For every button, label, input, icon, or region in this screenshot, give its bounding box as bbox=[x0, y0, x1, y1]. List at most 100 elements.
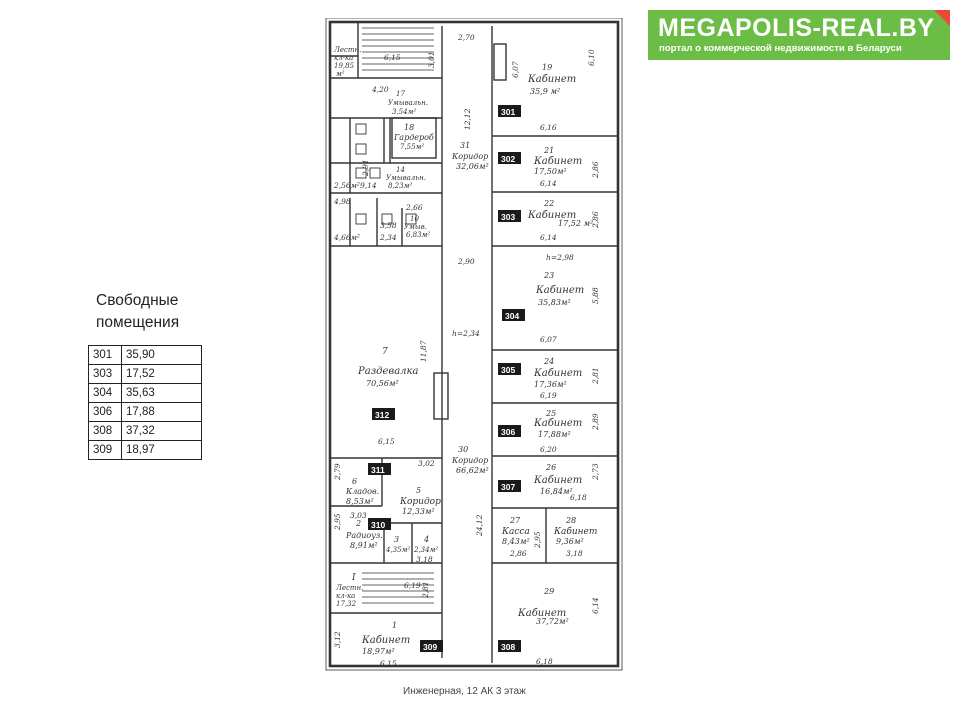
room-1-number: 1 bbox=[392, 621, 397, 630]
plan-tags: 301 302 303 304 305 306 307 308 309 310 … bbox=[368, 105, 525, 652]
stairs-bottom-line: Лестн. bbox=[335, 584, 363, 592]
room-21-area: 17,50м² bbox=[534, 167, 567, 176]
room-30-name: Коридор bbox=[451, 456, 488, 465]
stairs-top-line: Лестн. bbox=[333, 46, 361, 54]
dim-label: 6,18 bbox=[536, 657, 553, 666]
tag-310-label: 310 bbox=[371, 520, 385, 530]
dimension-labels: 2,70 6,10 6,07 6,16 12,12 6,14 2,86 2,86… bbox=[333, 33, 600, 668]
room-29-area: 37,72м² bbox=[536, 617, 569, 626]
room-14-name: Умывальн. bbox=[386, 174, 426, 182]
room-28-area: 9,36м² bbox=[556, 537, 584, 546]
tag-303-label: 303 bbox=[501, 212, 515, 222]
room-3-area: 4,35м² bbox=[385, 546, 410, 554]
dim-label: 2,86 bbox=[591, 161, 600, 179]
room-number: 308 bbox=[88, 421, 122, 441]
room-number: 301 bbox=[88, 345, 122, 365]
dim-label: 6,14 bbox=[540, 179, 557, 188]
room-25-name: Кабинет bbox=[533, 418, 582, 429]
stairs-top-line: м² bbox=[336, 70, 345, 78]
tag-309 bbox=[420, 640, 443, 652]
dim-label: 3,01 bbox=[427, 51, 436, 68]
dim-label: 6,16 bbox=[540, 123, 557, 132]
site-logo[interactable]: MEGAPOLIS-REAL.BY портал о коммерческой … bbox=[648, 10, 950, 60]
room-2-name: Радиоуз. bbox=[345, 531, 383, 540]
room-10-number: 10 bbox=[410, 215, 419, 223]
dim-label: 6,15 bbox=[384, 53, 401, 62]
room-23-name: Кабинет bbox=[535, 285, 584, 296]
dim-label: 12,12 bbox=[463, 108, 472, 130]
room-area: 17,52 bbox=[121, 364, 202, 384]
dim-label: h=2,98 bbox=[546, 253, 574, 262]
room-10-name: Умыв. bbox=[404, 223, 427, 231]
dim-label: 2,95 bbox=[533, 531, 542, 549]
dim-label: 5,88 bbox=[591, 287, 600, 304]
room-29-number: 29 bbox=[543, 587, 554, 596]
free-rooms-title-line: Свободные bbox=[96, 292, 179, 309]
room-26-name: Кабинет bbox=[533, 475, 582, 486]
dim-label: 2,79 bbox=[333, 463, 342, 481]
room-25-area: 17,88м² bbox=[538, 430, 571, 439]
tag-305 bbox=[498, 363, 521, 375]
wc-fixtures bbox=[355, 123, 417, 225]
dim-label: 2,73 bbox=[591, 463, 600, 481]
logo-tagline: портал о коммерческой недвижимости в Бел… bbox=[659, 43, 902, 54]
tag-307-label: 307 bbox=[501, 482, 515, 492]
room-number: 309 bbox=[88, 440, 122, 460]
floor-plan: 301 302 303 304 305 306 307 308 309 310 … bbox=[325, 18, 623, 671]
room-26-number: 26 bbox=[545, 463, 556, 472]
dim-label: 3,02 bbox=[418, 459, 435, 468]
tag-301 bbox=[498, 105, 521, 117]
room-7-area: 70,56м² bbox=[366, 379, 399, 388]
room-4-area: 2,34м² bbox=[413, 546, 438, 554]
stairs-bottom-line: кл-ка bbox=[336, 592, 355, 600]
room-28-number: 28 bbox=[565, 516, 576, 525]
dim-label: 3,18 bbox=[416, 555, 433, 564]
dim-label: 3,58 bbox=[380, 221, 397, 230]
dim-label: 2,70 bbox=[457, 33, 475, 42]
room-26-area: 16,84м² bbox=[540, 487, 573, 496]
room-19-area: 35,9 м² bbox=[530, 87, 560, 96]
stairs-bottom-line: 17,32 bbox=[336, 600, 357, 608]
dim-label: 3,03 bbox=[350, 511, 367, 520]
dim-label: 6,07 bbox=[511, 61, 520, 78]
tag-302 bbox=[498, 152, 521, 164]
room-4-number: 4 bbox=[423, 535, 429, 544]
dim-label: 4,66м² bbox=[333, 233, 360, 242]
dim-label: 6,14 bbox=[591, 597, 600, 614]
room-6-area: 8,53м² bbox=[346, 497, 374, 506]
room-30-area: 66,62м² bbox=[456, 466, 489, 475]
room-6-number: 6 bbox=[352, 477, 357, 486]
room-18-number: 18 bbox=[404, 123, 414, 132]
room-7-name: Раздевалка bbox=[357, 366, 419, 377]
logo-corner-mark bbox=[934, 10, 950, 26]
dim-label: 3,12 bbox=[333, 631, 342, 648]
dim-label: 9,14 bbox=[360, 181, 377, 190]
room-17-name: Умывальн. bbox=[388, 99, 428, 107]
room-24-area: 17,36м² bbox=[534, 380, 567, 389]
tag-311-label: 311 bbox=[371, 465, 385, 475]
dim-label: 3,18 bbox=[566, 549, 583, 558]
room-6-name: Кладов. bbox=[345, 487, 379, 496]
tag-306-label: 306 bbox=[501, 427, 515, 437]
dim-label: 2,81 bbox=[591, 367, 600, 385]
room-31-name: Коридор bbox=[451, 152, 488, 161]
dim-label: 6,20 bbox=[540, 445, 557, 454]
stair-treads bbox=[362, 27, 434, 604]
tag-311 bbox=[368, 463, 391, 475]
plan-walls bbox=[325, 18, 623, 671]
free-rooms-title-line: помещения bbox=[96, 314, 180, 331]
room-29-name: Кабинет bbox=[517, 608, 566, 619]
tag-307 bbox=[498, 480, 521, 492]
room-number: 303 bbox=[88, 364, 122, 384]
room-3-number: 3 bbox=[394, 535, 399, 544]
room-23-number: 23 bbox=[543, 271, 554, 280]
dim-label: h=2,34 bbox=[452, 329, 480, 338]
room-5-number: 5 bbox=[416, 486, 421, 495]
tag-303 bbox=[498, 210, 521, 222]
tag-304 bbox=[502, 309, 525, 321]
stairs-top-line: 19,85 bbox=[334, 62, 355, 70]
room-23-area: 35,83м² bbox=[538, 298, 571, 307]
room-2-number: 2 bbox=[355, 519, 361, 528]
